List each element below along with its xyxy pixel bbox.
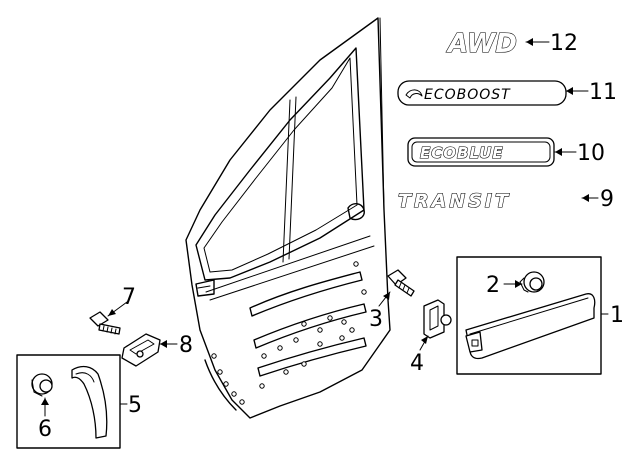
- callout-1: 1: [610, 303, 624, 328]
- molding-group-box: [456, 256, 602, 375]
- ecoboost-logo-icon: [405, 89, 423, 99]
- callout-4: 4: [410, 351, 424, 376]
- awd-badge: AWD: [445, 28, 517, 59]
- screw-part-3: [387, 269, 415, 297]
- bracket-part-4: [423, 299, 452, 339]
- callout-2: 2: [486, 273, 500, 298]
- side-molding-part: [465, 293, 596, 360]
- callout-12: 12: [550, 31, 578, 56]
- clip-part-8: [121, 333, 161, 367]
- callout-3: 3: [369, 307, 383, 332]
- callout-11: 11: [589, 80, 617, 105]
- ecoblue-badge: ECOBLUE: [407, 137, 555, 167]
- callout-6: 6: [38, 417, 52, 442]
- transit-badge: TRANSIT: [397, 189, 511, 212]
- front-door: [185, 17, 391, 419]
- callout-5: 5: [128, 393, 142, 418]
- callout-9: 9: [600, 187, 614, 212]
- ecoboost-badge: ECOBOOST: [397, 80, 567, 106]
- molding-clip-part: [519, 271, 545, 293]
- arch-molding-group-box: [16, 354, 121, 449]
- ecoblue-badge-text: ECOBLUE: [420, 144, 504, 162]
- callout-arrows: [41, 38, 609, 417]
- nut-part-6: [31, 373, 53, 397]
- ecoboost-badge-text: ECOBOOST: [424, 87, 511, 103]
- callout-labels: 12 11 10 9 1 2 3 4 5 6 7 8: [38, 31, 624, 442]
- transit-badge-text: TRANSIT: [398, 190, 511, 212]
- bolt-part-7: [89, 311, 121, 335]
- callout-8: 8: [179, 333, 193, 358]
- callout-7: 7: [122, 285, 136, 310]
- callout-10: 10: [577, 141, 605, 166]
- arch-molding-part-5: [71, 365, 108, 439]
- awd-badge-text: AWD: [446, 29, 517, 59]
